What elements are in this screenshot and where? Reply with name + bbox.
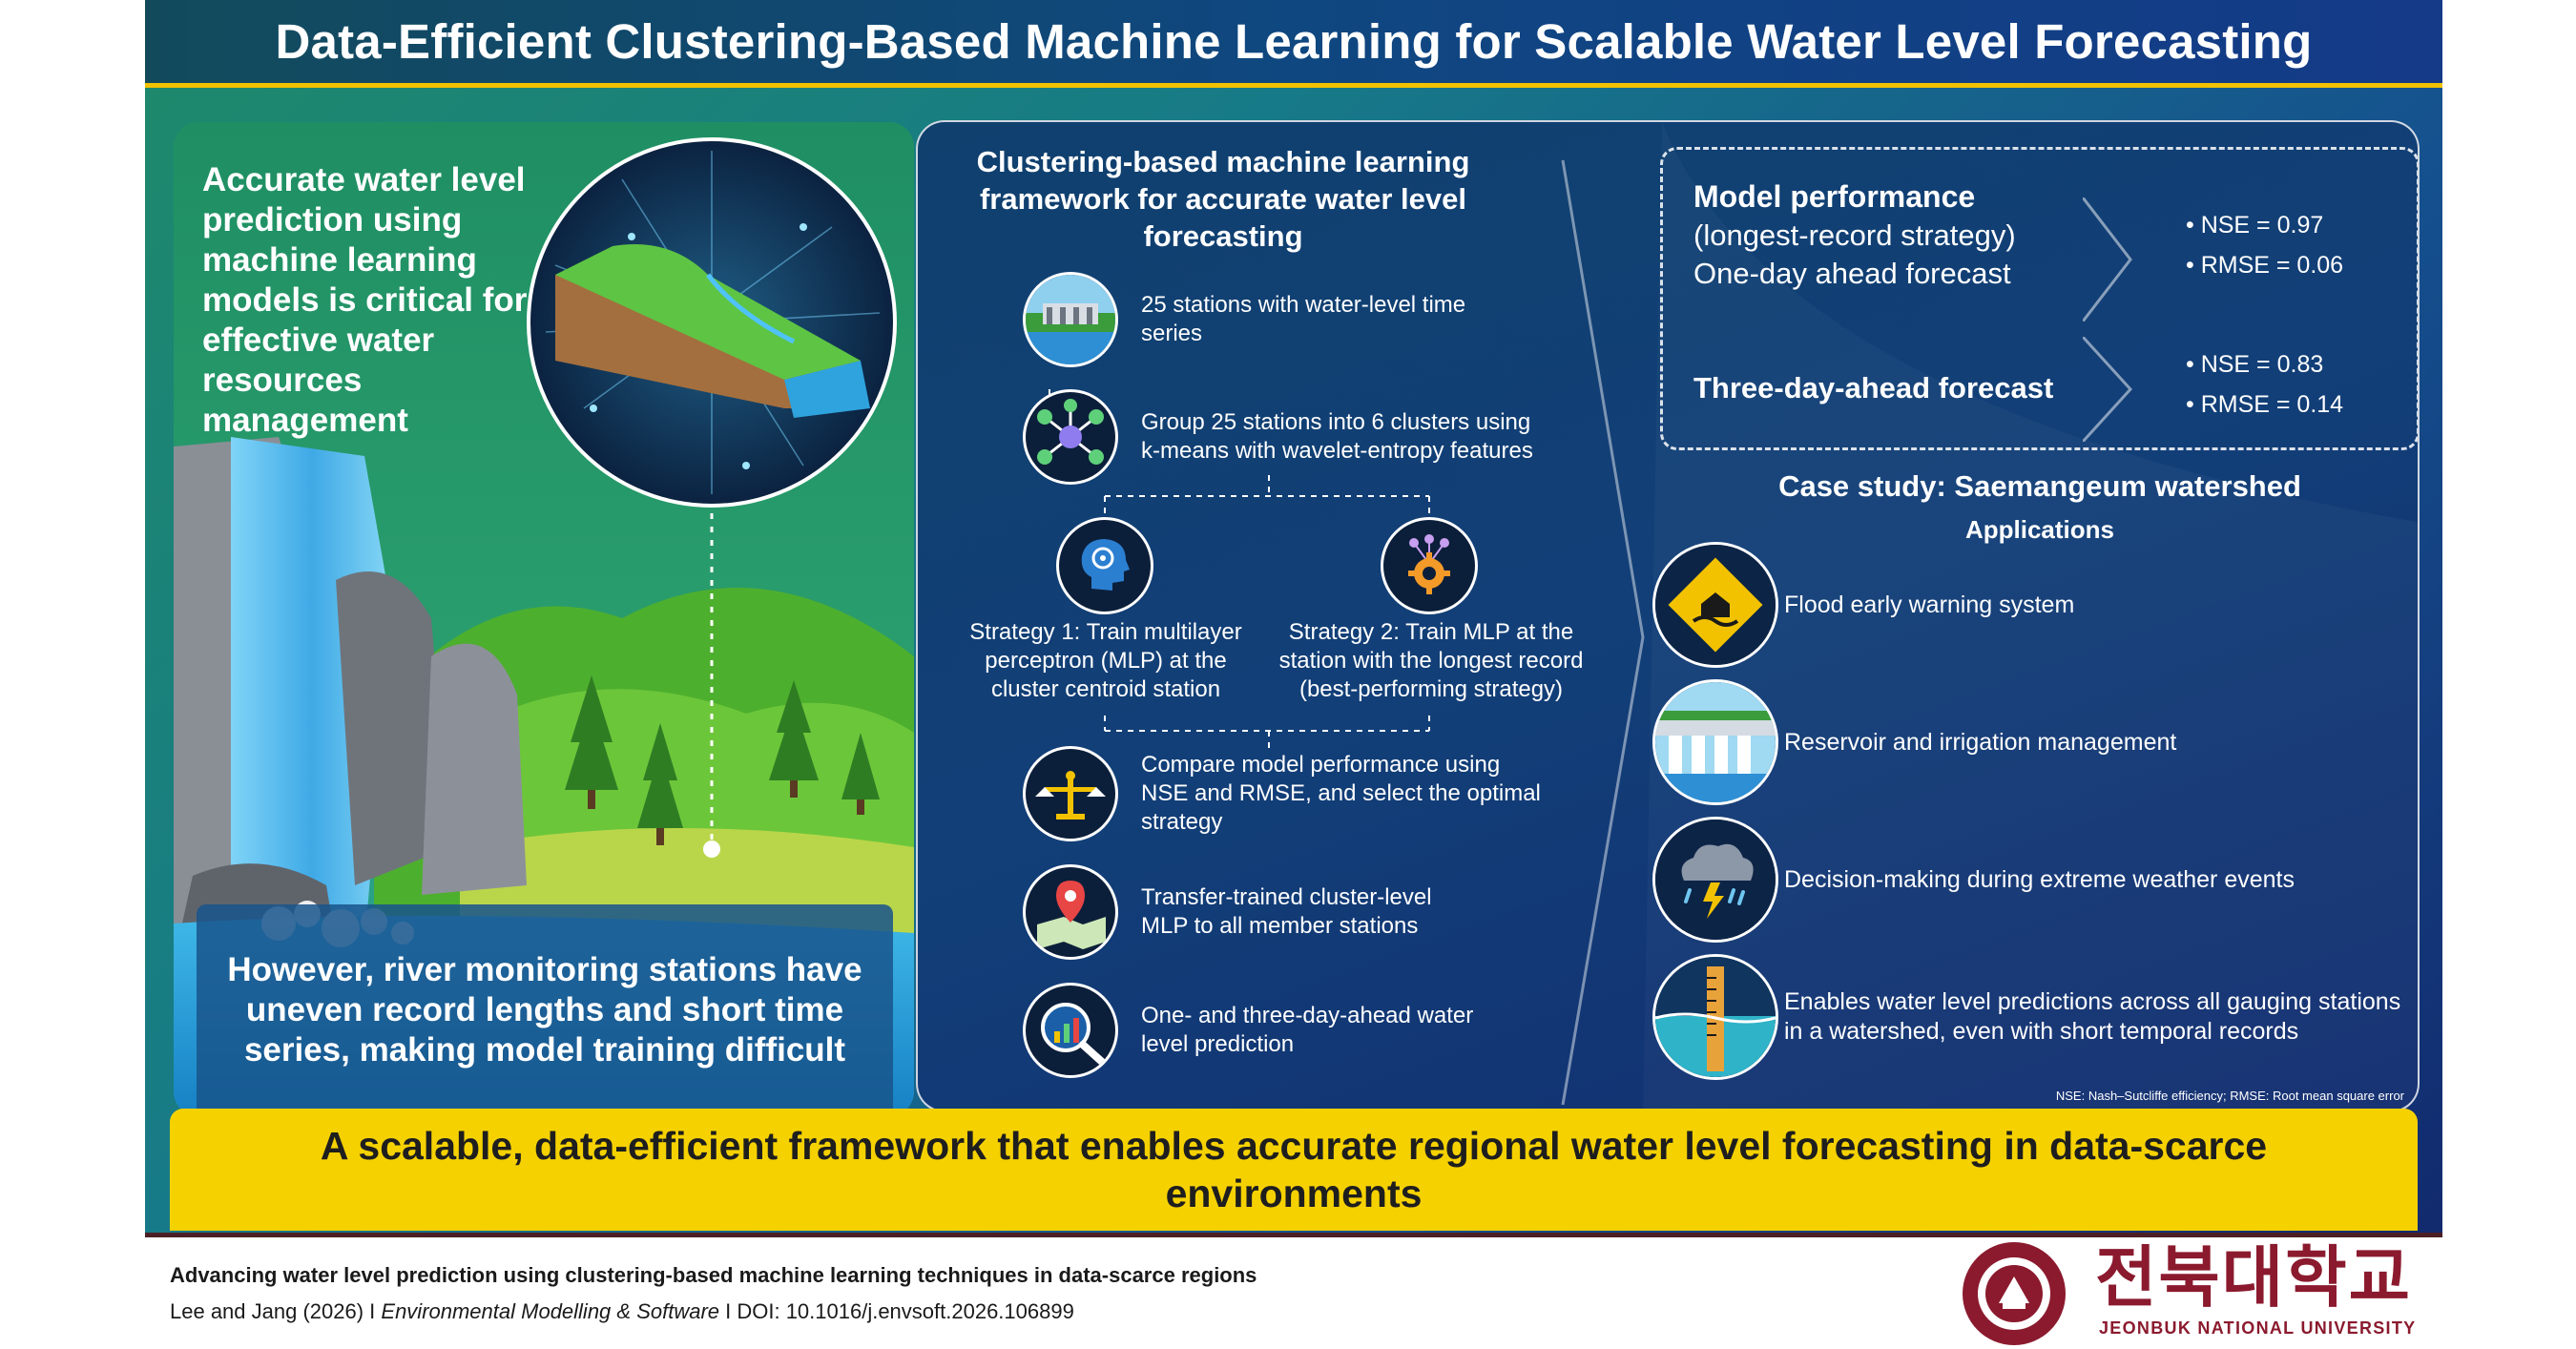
university-name-korean: 전북대학교 [2095,1240,2412,1315]
ai-head-icon [1056,517,1153,614]
one-day-label: One-day ahead forecast [1693,257,2011,290]
citation-title: Advancing water level prediction using c… [170,1263,1257,1287]
university-seal-icon [1963,1242,2066,1345]
doi-text: I DOI: 10.1016/j.envsoft.2026.106899 [719,1299,1074,1323]
balance-scale-icon [1023,746,1118,841]
footer-divider [145,1233,2442,1237]
cluster-network-icon [1023,389,1118,485]
conclusion-text: A scalable, data-efficient framework tha… [320,1124,2268,1215]
step-text: Compare model performance using NSE and … [1141,752,1541,835]
application-item: Decision-making during extreme weather e… [1652,817,2295,943]
three-day-nse: • NSE = 0.83 [2186,351,2324,378]
conclusion-banner: A scalable, data-efficient framework tha… [170,1109,2418,1231]
chevron-right-icon [2083,197,2132,322]
step-transfer: Transfer-trained cluster-level MLP to al… [1023,864,1485,960]
step-prediction: One- and three-day-ahead water level pre… [1023,983,1485,1078]
application-text: Reservoir and irrigation management [1784,728,2177,756]
framework-panel: Clustering-based machine learning framew… [916,120,2420,1112]
step-clustering: Group 25 stations into 6 clusters using … [1023,389,1542,485]
neural-gear-icon [1381,517,1478,614]
step-text: Transfer-trained cluster-level MLP to al… [1141,884,1432,939]
application-item: Flood early warning system [1652,542,2074,668]
step-text: Group 25 stations into 6 clusters using … [1141,409,1533,464]
intro-statement: Accurate water level prediction using ma… [202,161,528,439]
citation-line: Lee and Jang (2026) I Environmental Mode… [170,1299,1074,1324]
reservoir-dam-icon [1652,679,1778,805]
strategy-2-text: Strategy 2: Train MLP at the station wit… [1278,619,1584,702]
framework-title: Clustering-based machine learning framew… [976,145,1470,253]
three-day-rmse: • RMSE = 0.14 [2186,391,2344,418]
three-day-label: Three-day-ahead forecast [1693,371,2054,405]
citation-authors: Lee and Jang (2026) I [170,1299,382,1323]
problem-statement-box: However, river monitoring stations have … [197,904,893,1116]
flood-warning-icon [1652,542,1778,668]
strategy-1-text: Strategy 1: Train multilayer perceptron … [969,619,1242,702]
storm-cloud-icon [1652,817,1778,943]
application-item: Enables water level predictions across a… [1652,954,2404,1080]
one-day-nse: • NSE = 0.97 [2186,212,2324,239]
journal-name: Environmental Modelling & Software [381,1299,720,1323]
problem-statement: However, river monitoring stations have … [227,951,862,1069]
step-stations: 25 stations with water-level time series [1023,272,1485,367]
chevron-right-icon [2083,337,2133,442]
dam-station-icon [1023,272,1118,367]
performance-subtitle: (longest-record strategy) [1693,218,2016,252]
application-item: Reservoir and irrigation management [1652,679,2176,805]
case-study-title: Case study: Saemangeum watershed [1778,469,2301,503]
chart-magnifier-icon [1023,983,1118,1078]
water-gauge-icon [1652,954,1778,1080]
main-title: Data-Efficient Clustering-Based Machine … [275,14,2313,69]
step-text: 25 stations with water-level time series [1141,292,1466,346]
university-name-english: JEONBUK NATIONAL UNIVERSITY [2099,1318,2417,1338]
application-text: Enables water level predictions across a… [1784,988,2401,1045]
abbreviation-note: NSE: Nash–Sutcliffe efficiency; RMSE: Ro… [2055,1089,2404,1103]
application-text: Decision-making during extreme weather e… [1784,865,2295,893]
one-day-rmse: • RMSE = 0.06 [2186,252,2344,279]
performance-box: Model performance (longest-record strate… [1660,147,2418,450]
left-illustration-panel: Accurate water level prediction using ma… [174,122,914,1116]
step-compare: Compare model performance using NSE and … [1023,746,1542,841]
application-text: Flood early warning system [1784,591,2075,618]
map-pin-icon [1023,864,1118,960]
title-bar: Data-Efficient Clustering-Based Machine … [145,0,2442,88]
performance-title: Model performance [1693,179,1976,214]
infographic-poster: Data-Efficient Clustering-Based Machine … [145,0,2442,1233]
step-text: One- and three-day-ahead water level pre… [1141,1003,1474,1057]
applications-label: Applications [1964,515,2114,544]
